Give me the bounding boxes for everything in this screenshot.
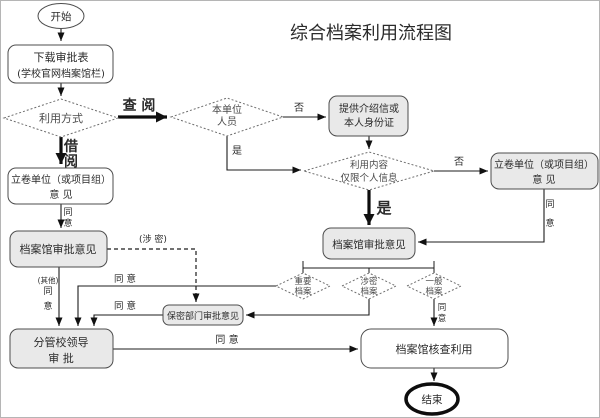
staff-decision: 本单位 人员 bbox=[169, 97, 285, 137]
yes2-label: 是 bbox=[375, 199, 392, 217]
unit-right-line2: 意 见 bbox=[532, 173, 555, 186]
check-node: 档案馆核查利用 bbox=[360, 328, 509, 369]
secret-note-label: (涉 密) bbox=[139, 233, 167, 245]
unit-left-node: 立卷单位（或项目组） 意 见 bbox=[7, 167, 114, 205]
download-node: 下载审批表 (学校官网档案馆栏) bbox=[7, 44, 114, 84]
start-node: 开始 bbox=[37, 3, 85, 29]
general-line1: 一般 bbox=[425, 276, 443, 287]
secret-decision: 涉密 档案 bbox=[340, 272, 398, 300]
edge-secret-security bbox=[246, 299, 370, 319]
important-decision: 重要 档案 bbox=[274, 272, 332, 300]
important-line2: 档案 bbox=[294, 286, 312, 297]
leader-line1: 分管校领导 bbox=[34, 335, 89, 349]
important-line1: 重要 bbox=[294, 276, 312, 287]
agree-right-2: 意 bbox=[545, 217, 554, 229]
agree-right-1: 同 bbox=[545, 199, 554, 210]
start-label: 开始 bbox=[51, 10, 72, 23]
page-title: 综合档案利用流程图 bbox=[290, 23, 452, 44]
edge-important-leader bbox=[74, 285, 276, 326]
leader-node: 分管校领导 审 批 bbox=[9, 328, 114, 369]
agree-general-1: 同 bbox=[438, 303, 447, 313]
archive-left-label: 档案馆审批意见 bbox=[20, 242, 97, 256]
edge-staff-yes bbox=[226, 136, 301, 174]
consult-label: 查 阅 bbox=[123, 97, 156, 114]
borrow-label-1: 借 bbox=[63, 138, 78, 155]
download-line2: (学校官网档案馆栏) bbox=[17, 67, 105, 80]
content-decision: 利用内容 仅限个人信息 bbox=[302, 151, 436, 191]
secret-line1: 涉密 bbox=[360, 276, 378, 287]
use-mode-label: 利用方式 bbox=[39, 111, 83, 125]
other-agree-2: 同 bbox=[43, 286, 52, 297]
check-label: 档案馆核查利用 bbox=[396, 342, 473, 356]
edge-unitright-archiveright bbox=[418, 189, 545, 246]
agree-left-1: 同 bbox=[63, 207, 72, 218]
unit-left-line1: 立卷单位（或项目组） bbox=[11, 173, 111, 186]
agree-h1-label: 同 意 bbox=[114, 273, 136, 285]
content-line2: 仅限个人信息 bbox=[340, 172, 397, 184]
borrow-label-2: 阅 bbox=[64, 153, 78, 170]
general-line2: 档案 bbox=[425, 286, 443, 297]
edge-archiveright-fork bbox=[302, 261, 435, 273]
end-label: 结束 bbox=[422, 393, 443, 406]
other-agree-3: 意 bbox=[43, 300, 52, 312]
archive-right-label: 档案馆审批意见 bbox=[332, 238, 406, 251]
download-line1: 下载审批表 bbox=[34, 50, 89, 64]
unit-left-line2: 意 见 bbox=[49, 188, 72, 201]
provide-line1: 提供介绍信或 bbox=[339, 102, 399, 115]
general-decision: 一般 档案 bbox=[405, 272, 463, 300]
use-mode-decision: 利用方式 bbox=[2, 98, 120, 138]
other-agree-1: (其他) bbox=[38, 275, 59, 285]
provide-line2: 本人身份证 bbox=[344, 116, 394, 129]
agree-left-2: 意 bbox=[63, 217, 72, 229]
security-label: 保密部门审批意见 bbox=[167, 310, 239, 322]
content-line1: 利用内容 bbox=[350, 159, 389, 171]
edge-security-leader bbox=[90, 314, 163, 326]
staff-line1: 本单位 bbox=[212, 103, 242, 116]
agree-h2-label: 同 意 bbox=[114, 300, 136, 312]
no2-label: 否 bbox=[454, 156, 464, 168]
agree-general-2: 意 bbox=[438, 313, 447, 324]
provide-node: 提供介绍信或 本人身份证 bbox=[328, 95, 409, 137]
leader-line2: 审 批 bbox=[48, 351, 74, 365]
archive-right-node: 档案馆审批意见 bbox=[322, 227, 416, 260]
security-node: 保密部门审批意见 bbox=[162, 304, 244, 326]
secret-line2: 档案 bbox=[360, 286, 378, 297]
agree-h3-label: 同 意 bbox=[215, 333, 238, 346]
unit-right-line1: 立卷单位（或项目组） bbox=[494, 158, 594, 171]
staff-line2: 人员 bbox=[217, 116, 237, 128]
archive-left-node: 档案馆审批意见 bbox=[9, 230, 108, 268]
end-node: 结束 bbox=[404, 382, 460, 416]
no1-label: 否 bbox=[294, 102, 304, 114]
yes1-label: 是 bbox=[232, 145, 242, 157]
unit-right-node: 立卷单位（或项目组） 意 见 bbox=[490, 152, 599, 190]
edge-secretnote-dashed bbox=[107, 248, 200, 302]
